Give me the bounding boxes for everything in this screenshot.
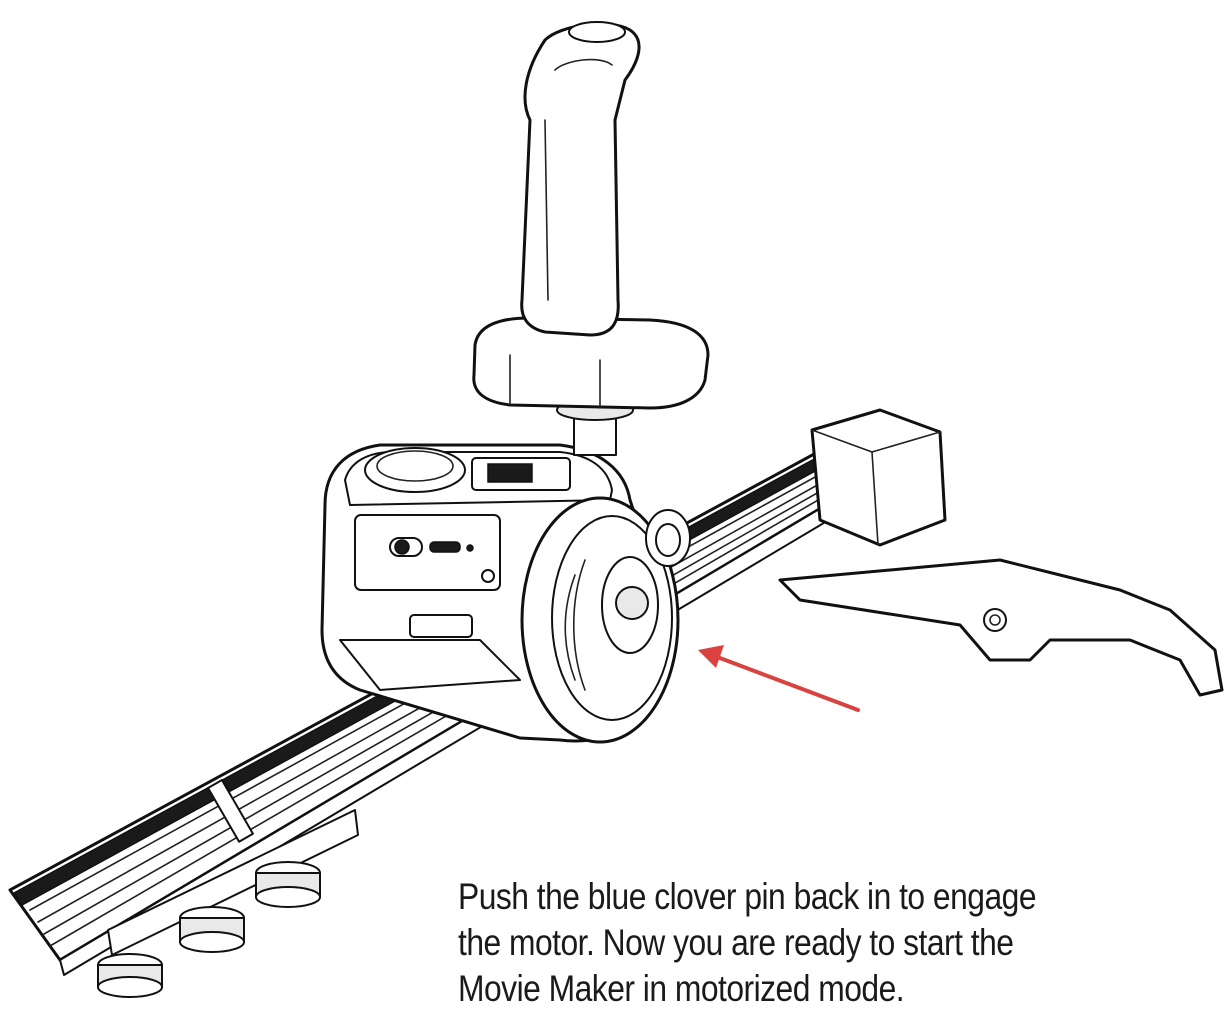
- instruction-caption: Push the blue clover pin back in to enga…: [458, 876, 1037, 1009]
- foot-knob: [97, 953, 163, 998]
- red-arrow-icon: [698, 645, 860, 712]
- lock-lever: [778, 558, 1224, 697]
- clover-pin: [645, 509, 691, 567]
- foot-knob: [179, 906, 245, 953]
- rail-end-cap: [810, 408, 947, 547]
- leveling-feet: [97, 861, 321, 998]
- motor-wheel: [520, 496, 680, 744]
- pan-handle: [472, 21, 710, 456]
- foot-knob: [255, 861, 321, 908]
